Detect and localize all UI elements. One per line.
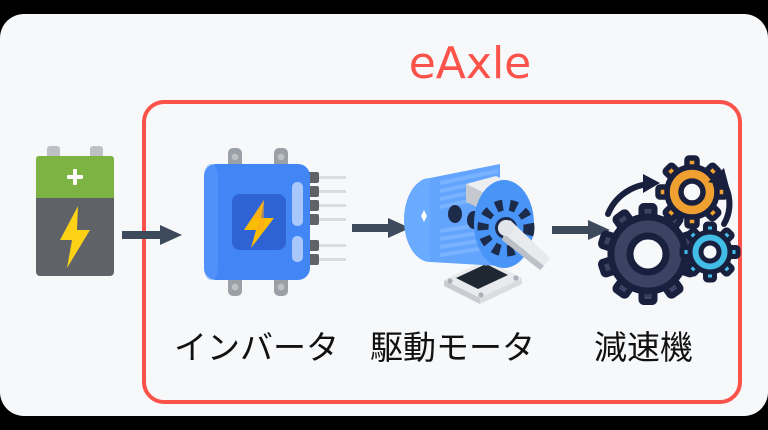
diagram-card: eAxle <box>0 14 768 416</box>
motor-output-shaft <box>498 220 550 270</box>
inverter-vent-bar-top <box>292 182 303 226</box>
rotation-arrow-left <box>605 174 660 217</box>
battery-icon <box>36 146 114 276</box>
eaxle-title: eAxle <box>408 38 532 89</box>
label-reducer: 減速機 <box>594 328 693 367</box>
electric-motor-icon <box>404 164 550 304</box>
battery-lightning-bolt-icon <box>60 206 90 268</box>
battery-terminal-negative <box>47 146 60 158</box>
battery-terminal-positive <box>90 146 103 158</box>
inverter-icon <box>204 148 346 296</box>
gear-large <box>597 203 699 305</box>
motor-highlight-sparkle <box>421 210 427 222</box>
motor-bolt-hole-left <box>448 205 462 223</box>
inverter-connector-pins <box>304 172 346 265</box>
arrow-motor-to-reducer <box>552 220 610 240</box>
label-motor: 駆動モータ <box>370 328 535 367</box>
gears-icon <box>597 155 741 305</box>
battery-plus-icon-vertical <box>73 169 77 185</box>
rotation-arrow-right <box>708 168 733 227</box>
label-inverter: インバータ <box>174 328 339 367</box>
arrow-inverter-to-motor <box>352 218 410 238</box>
gear-cyan <box>679 221 741 283</box>
gear-orange <box>655 155 729 229</box>
inverter-vent-bar-bottom <box>292 236 303 262</box>
component-labels-row: インバータ 駆動モータ 減速機 <box>150 326 740 374</box>
arrow-battery-to-inverter <box>122 225 182 245</box>
